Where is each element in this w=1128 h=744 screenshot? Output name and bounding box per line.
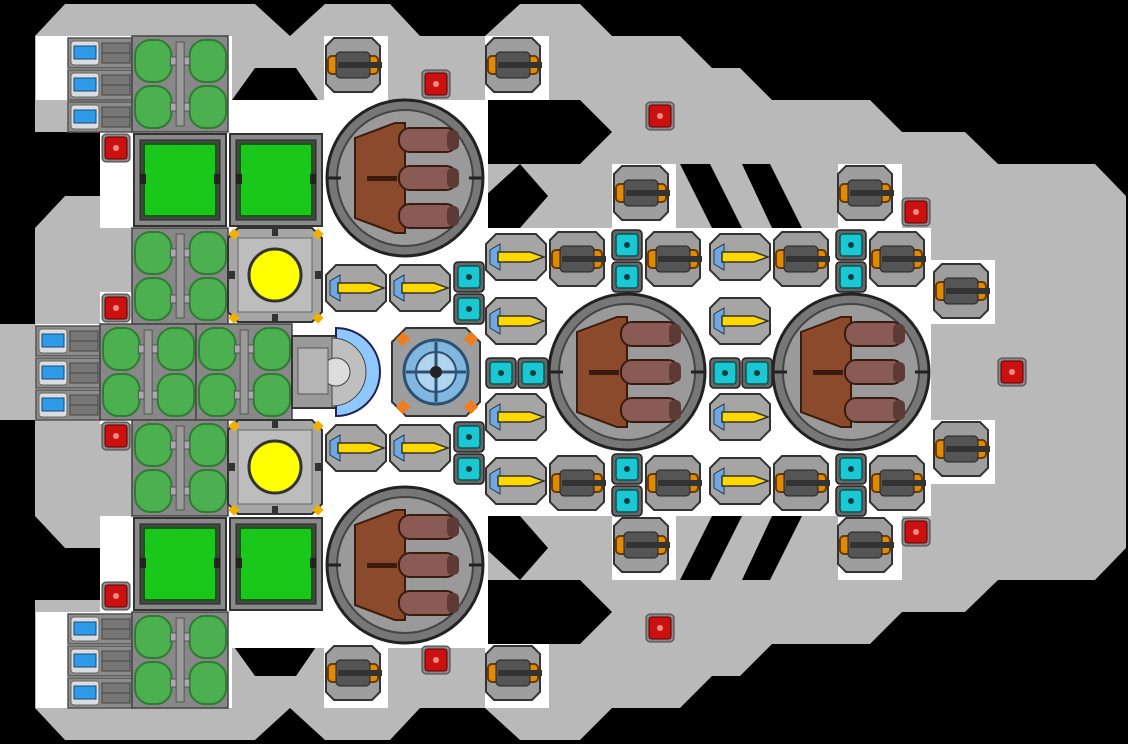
cannon-icon[interactable] [613, 165, 670, 221]
thruster-icon[interactable] [67, 101, 133, 133]
armor-icon [101, 421, 131, 451]
cannon-icon[interactable] [837, 165, 894, 221]
missile-icon[interactable] [325, 424, 387, 472]
thruster-icon[interactable] [35, 325, 101, 357]
turret-icon[interactable] [771, 292, 931, 452]
hull-opening [485, 516, 548, 580]
armor-icon [997, 357, 1027, 387]
turret-icon[interactable] [547, 292, 707, 452]
cockpit-icon[interactable] [229, 517, 323, 611]
cannon-icon[interactable] [549, 455, 606, 511]
missile-icon[interactable] [485, 457, 547, 505]
battery-icon [195, 323, 293, 421]
turret-icon[interactable] [325, 485, 485, 645]
core-icon[interactable] [291, 326, 381, 418]
cannon-icon[interactable] [485, 37, 542, 93]
cannon-icon[interactable] [325, 37, 382, 93]
sensor-icon[interactable] [453, 421, 485, 453]
cannon-icon[interactable] [645, 231, 702, 287]
sensor-icon[interactable] [453, 453, 485, 485]
armor-icon [901, 197, 931, 227]
hull-opening [742, 516, 802, 580]
cannon-icon[interactable] [933, 421, 990, 477]
armor-icon [645, 101, 675, 131]
thruster-icon[interactable] [67, 645, 133, 677]
armor-icon [901, 517, 931, 547]
sensor-icon[interactable] [611, 485, 643, 517]
hull-opening [485, 164, 548, 228]
cockpit-icon[interactable] [229, 133, 323, 227]
missile-icon[interactable] [389, 264, 451, 312]
armor-icon [421, 645, 451, 675]
hull-opening [485, 580, 612, 644]
thruster-icon[interactable] [67, 69, 133, 101]
cannon-icon[interactable] [773, 231, 830, 287]
battery-icon [131, 227, 229, 325]
reactor-icon[interactable] [227, 419, 324, 516]
battery-icon [131, 35, 229, 133]
sensor-icon[interactable] [485, 357, 517, 389]
cannon-icon[interactable] [933, 263, 990, 319]
cannon-icon[interactable] [869, 455, 926, 511]
battery-icon [131, 611, 229, 709]
cannon-icon[interactable] [549, 231, 606, 287]
hull-opening [680, 516, 742, 580]
sensor-icon[interactable] [835, 485, 867, 517]
hull-openings [232, 68, 802, 676]
thruster-icon[interactable] [35, 389, 101, 421]
missile-icon[interactable] [485, 233, 547, 281]
armor-icon [101, 293, 131, 323]
armor-icon [421, 69, 451, 99]
cannon-icon[interactable] [325, 645, 382, 701]
sensor-icon[interactable] [611, 229, 643, 261]
hull-opening [485, 100, 612, 164]
cannon-icon[interactable] [613, 517, 670, 573]
armor-icon [645, 613, 675, 643]
cockpit-icon[interactable] [133, 133, 227, 227]
missile-icon[interactable] [485, 297, 547, 345]
ship-modules [35, 35, 1027, 709]
battery-icon [131, 419, 229, 517]
cannon-icon[interactable] [869, 231, 926, 287]
sensor-icon[interactable] [741, 357, 773, 389]
cockpit-icon[interactable] [133, 517, 227, 611]
gyro-icon[interactable] [391, 327, 481, 417]
cannon-icon[interactable] [773, 455, 830, 511]
battery-icon [99, 323, 197, 421]
missile-icon[interactable] [709, 457, 771, 505]
hull-opening [680, 164, 742, 228]
sensor-icon[interactable] [517, 357, 549, 389]
missile-icon[interactable] [709, 393, 771, 441]
sensor-icon[interactable] [835, 261, 867, 293]
armor-icon [101, 133, 131, 163]
thruster-icon[interactable] [67, 37, 133, 69]
thruster-icon[interactable] [35, 357, 101, 389]
turret-icon[interactable] [325, 98, 485, 258]
sensor-icon[interactable] [611, 453, 643, 485]
thruster-icon[interactable] [67, 613, 133, 645]
missile-icon[interactable] [709, 297, 771, 345]
sensor-icon[interactable] [835, 229, 867, 261]
cannon-icon[interactable] [485, 645, 542, 701]
missile-icon[interactable] [709, 233, 771, 281]
missile-icon[interactable] [485, 393, 547, 441]
hull-opening [742, 164, 802, 228]
cannon-icon[interactable] [837, 517, 894, 573]
thruster-icon[interactable] [67, 677, 133, 709]
sensor-icon[interactable] [709, 357, 741, 389]
sensor-icon[interactable] [611, 261, 643, 293]
sensor-icon[interactable] [453, 261, 485, 293]
sensor-icon[interactable] [453, 293, 485, 325]
sensor-icon[interactable] [835, 453, 867, 485]
missile-icon[interactable] [325, 264, 387, 312]
cannon-icon[interactable] [645, 455, 702, 511]
missile-icon[interactable] [389, 424, 451, 472]
reactor-icon[interactable] [227, 227, 324, 324]
armor-icon [101, 581, 131, 611]
